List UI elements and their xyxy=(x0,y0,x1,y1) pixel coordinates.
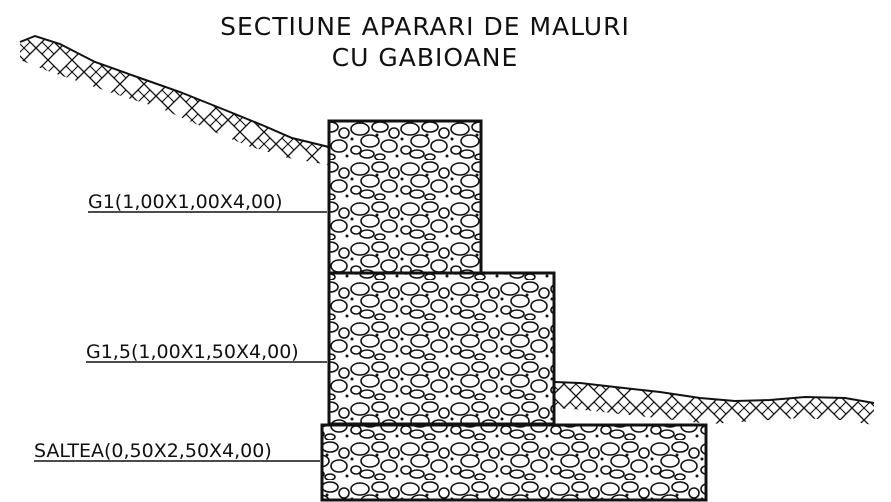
label-g1-5-text: G1,5(1,00X1,50X4,00) xyxy=(86,341,299,363)
gabion-saltea xyxy=(320,423,708,502)
gabion-g1-5 xyxy=(327,271,556,426)
gabion-g1 xyxy=(327,119,483,275)
upper-soil-hatch xyxy=(19,34,330,165)
label-saltea-text: SALTEA(0,50X2,50X4,00) xyxy=(34,440,272,462)
label-g1-text: G1(1,00X1,00X4,00) xyxy=(88,191,283,213)
label-g1-5: G1,5(1,00X1,50X4,00) xyxy=(86,341,327,363)
label-saltea: SALTEA(0,50X2,50X4,00) xyxy=(34,440,320,462)
label-g1: G1(1,00X1,00X4,00) xyxy=(88,191,327,213)
title-line-1: SECTIUNE APARARI DE MALURI xyxy=(220,12,630,41)
title-line-2: CU GABIOANE xyxy=(332,43,519,72)
